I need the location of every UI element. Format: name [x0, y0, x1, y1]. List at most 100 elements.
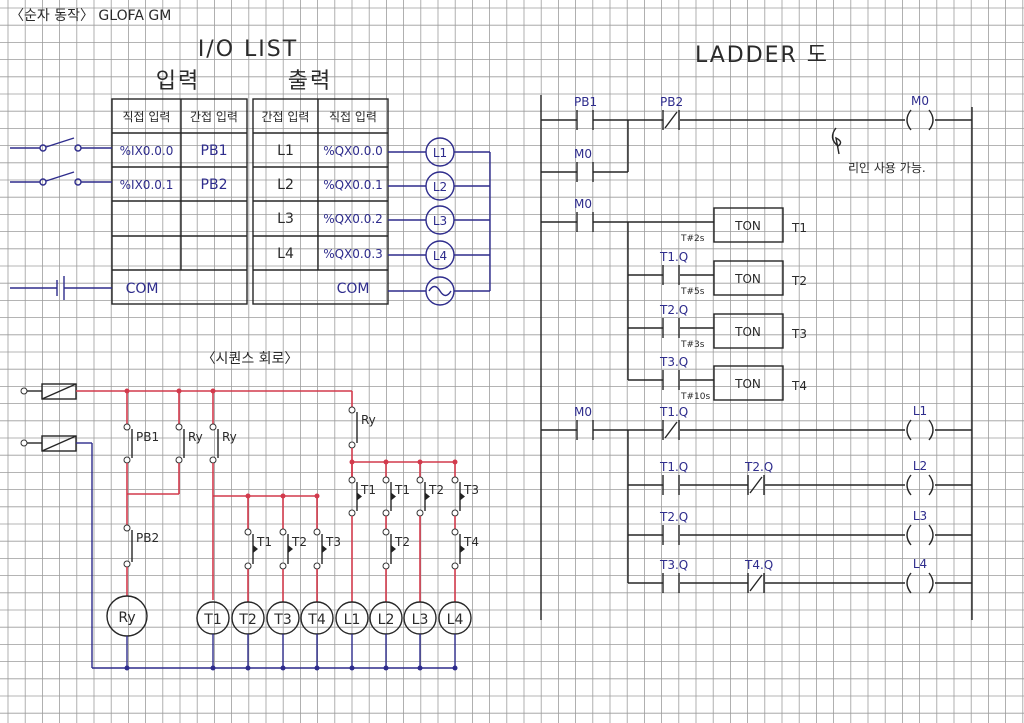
- lamp-label: L1: [433, 146, 447, 160]
- coil-4: T4: [300, 601, 334, 671]
- io-list-title: I/O LIST: [198, 37, 298, 62]
- contact-label: T2.Q: [744, 460, 773, 474]
- timer-name: T3: [791, 327, 807, 341]
- contact-terminal: [382, 562, 390, 570]
- contact-terminal: [451, 476, 459, 484]
- contact-terminal: [175, 456, 183, 464]
- ladder-note: 리인 사용 가능.: [848, 161, 926, 175]
- contact-terminal: [348, 441, 356, 449]
- contact-terminal: [451, 562, 459, 570]
- fuse-slash: [41, 435, 77, 452]
- relay-contact: T4: [451, 528, 479, 570]
- table-cell: %QX0.0.3: [323, 247, 383, 261]
- coil-7: L3: [403, 601, 437, 671]
- com-label: COM: [126, 281, 159, 297]
- contact-terminal: [348, 509, 356, 517]
- junction-dot: [452, 665, 458, 671]
- switch-blade: [45, 137, 75, 148]
- timer-name: T4: [791, 379, 807, 393]
- output-coil: L1: [906, 404, 934, 441]
- contact-terminal: [313, 562, 321, 570]
- self-hold-contact: M0: [574, 147, 594, 182]
- contact-label: M0: [574, 405, 592, 419]
- timer-type: TON: [734, 377, 761, 391]
- timer-preset: T#2s: [680, 234, 705, 244]
- no-contact: T3.Q: [659, 558, 688, 593]
- table-cell: %IX0.0.0: [120, 144, 174, 158]
- no-contact: M0: [574, 405, 594, 440]
- page-title: 〈순자 동작〉 GLOFA GM: [10, 8, 171, 24]
- contact-terminal: [382, 476, 390, 484]
- coil-label: T3: [273, 612, 291, 628]
- contact-terminal: [244, 528, 252, 536]
- timer-box: [713, 260, 784, 296]
- nc-slash: [749, 574, 763, 592]
- table-cell: L3: [277, 211, 294, 227]
- contact-label: PB2: [136, 531, 159, 545]
- column-header: 직접 입력: [329, 110, 377, 124]
- timer-arrow-icon: [460, 492, 465, 501]
- timer-name: T2: [791, 274, 807, 288]
- ac-source-symbol: [388, 276, 490, 306]
- relay-contact: T3: [451, 476, 479, 517]
- switch-terminal: [39, 144, 47, 152]
- contact-terminal: [348, 406, 356, 414]
- contact-terminal: [279, 562, 287, 570]
- contact-terminal: [123, 560, 131, 568]
- timer-arrow-icon: [288, 545, 293, 553]
- coil-label: T1: [203, 612, 221, 628]
- junction-dot: [210, 665, 216, 671]
- no-contact: T1.Q: [659, 460, 688, 495]
- nc-contact: T4.Q: [744, 558, 773, 593]
- no-contact: M0: [574, 197, 594, 232]
- output-coil: L4: [906, 557, 934, 594]
- fuse-slash: [41, 383, 77, 400]
- contact-terminal: [209, 423, 217, 431]
- coil-label: L4: [447, 612, 464, 628]
- column-header: 직접 입력: [123, 110, 171, 124]
- contact-label: T2: [291, 535, 307, 549]
- relay-contact: T1: [382, 476, 410, 517]
- table-cell: L2: [277, 177, 294, 193]
- output-coil: L2: [906, 459, 934, 496]
- contact-terminal: [209, 456, 217, 464]
- coil-label: M0: [911, 94, 929, 108]
- table-cell: %IX0.0.1: [120, 178, 174, 192]
- junction-dot: [349, 665, 355, 671]
- relay-contact: PB1: [123, 423, 159, 464]
- timer-arrow-icon: [357, 492, 362, 501]
- contact-terminal: [416, 509, 424, 517]
- com-label: COM: [337, 281, 370, 297]
- contact-label: T1: [360, 483, 376, 497]
- coil-label: T2: [238, 612, 256, 628]
- relay-contact: T1: [348, 476, 376, 517]
- timer-preset: T#5s: [680, 287, 705, 297]
- table-cell: PB2: [201, 177, 228, 193]
- coil-label: L3: [412, 612, 429, 628]
- coil-right-arc: [928, 474, 934, 496]
- coil-label: L2: [913, 459, 927, 473]
- timer-box: [713, 207, 784, 243]
- switch-blade: [45, 171, 75, 182]
- relay-contact: Ry: [209, 423, 237, 464]
- coil-left-arc: [906, 109, 912, 131]
- coil-left-arc: [906, 572, 912, 594]
- column-header: 간접 입력: [262, 110, 310, 124]
- timer-name: T1: [791, 221, 807, 235]
- nc-contact: T2.Q: [744, 460, 773, 495]
- contact-label: M0: [574, 147, 592, 161]
- contact-label: T2.Q: [659, 510, 688, 524]
- junction-dot: [280, 665, 286, 671]
- terminal: [20, 387, 28, 395]
- terminal: [20, 439, 28, 447]
- lamp-label: L2: [433, 180, 447, 194]
- no-contact: PB1: [574, 95, 597, 130]
- output-coil: L3: [906, 509, 934, 546]
- coil-label: T4: [307, 612, 326, 628]
- contact-label: T3: [463, 483, 479, 497]
- relay-contact: Ry: [348, 406, 376, 449]
- contact-label: T1.Q: [659, 405, 688, 419]
- timer-arrow-icon: [425, 492, 430, 501]
